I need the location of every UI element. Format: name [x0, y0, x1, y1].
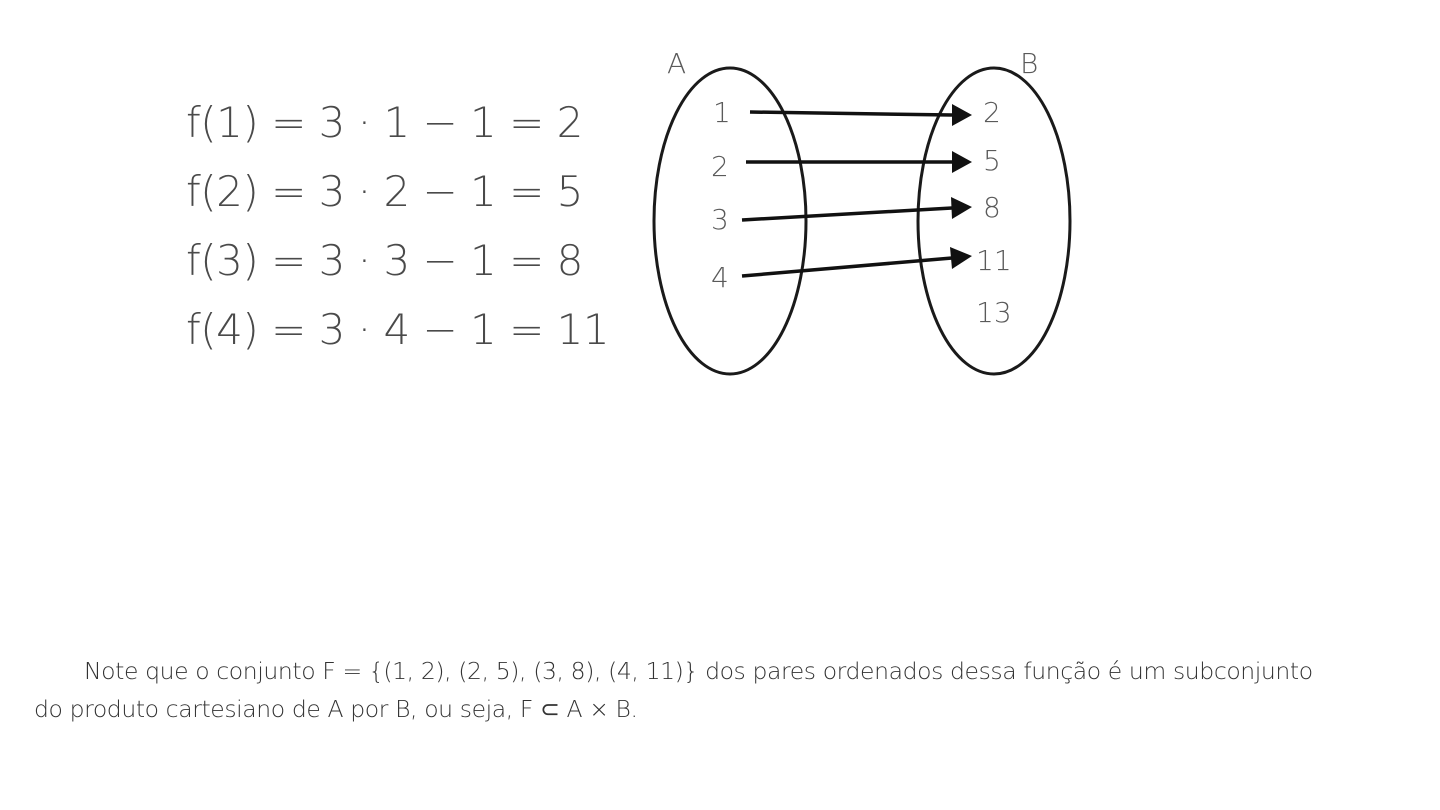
set-b-element: 5: [983, 144, 1001, 177]
set-a-element: 1: [713, 96, 731, 129]
arrow-4-to-11: [741, 256, 953, 278]
arrowhead-icon: [950, 247, 972, 269]
arrowhead-icon: [952, 104, 972, 126]
set-a-label: A: [667, 47, 686, 80]
set-b-element: 2: [983, 96, 1001, 129]
set-b-element: 13: [976, 296, 1012, 329]
set-b-label: B: [1020, 47, 1038, 80]
function-equations: f(1) = 3 · 1 − 1 = 2 f(2) = 3 · 2 − 1 = …: [186, 88, 610, 364]
arrowhead-icon: [952, 151, 972, 173]
mapping-arrows: [741, 104, 972, 278]
equation-f2: f(2) = 3 · 2 − 1 = 5: [186, 167, 583, 216]
set-b-ellipse: [916, 66, 1072, 376]
set-a-element: 4: [711, 261, 729, 294]
arrow-diagram: A B 1 2 3 4 2 5 8 11 13: [640, 40, 1100, 400]
set-a-element: 2: [711, 150, 729, 183]
arrow-1-to-2: [749, 110, 953, 117]
arrow-3-to-8: [741, 206, 953, 222]
equation-f4: f(4) = 3 · 4 − 1 = 11: [186, 305, 610, 354]
note-line-1: Note que o conjunto F = {(1, 2), (2, 5),…: [84, 657, 1313, 685]
note-line-2: do produto cartesiano de A por B, ou sej…: [34, 695, 638, 723]
set-b-element: 11: [976, 244, 1012, 277]
arrowhead-icon: [951, 197, 972, 219]
note-paragraph: Note que o conjunto F = {(1, 2), (2, 5),…: [34, 652, 1424, 728]
equation-f3: f(3) = 3 · 3 − 1 = 8: [186, 236, 583, 285]
set-a-ellipse: [652, 66, 808, 376]
equation-f1: f(1) = 3 · 1 − 1 = 2: [186, 98, 583, 147]
set-b-element: 8: [983, 191, 1001, 224]
set-a-element: 3: [711, 203, 729, 236]
